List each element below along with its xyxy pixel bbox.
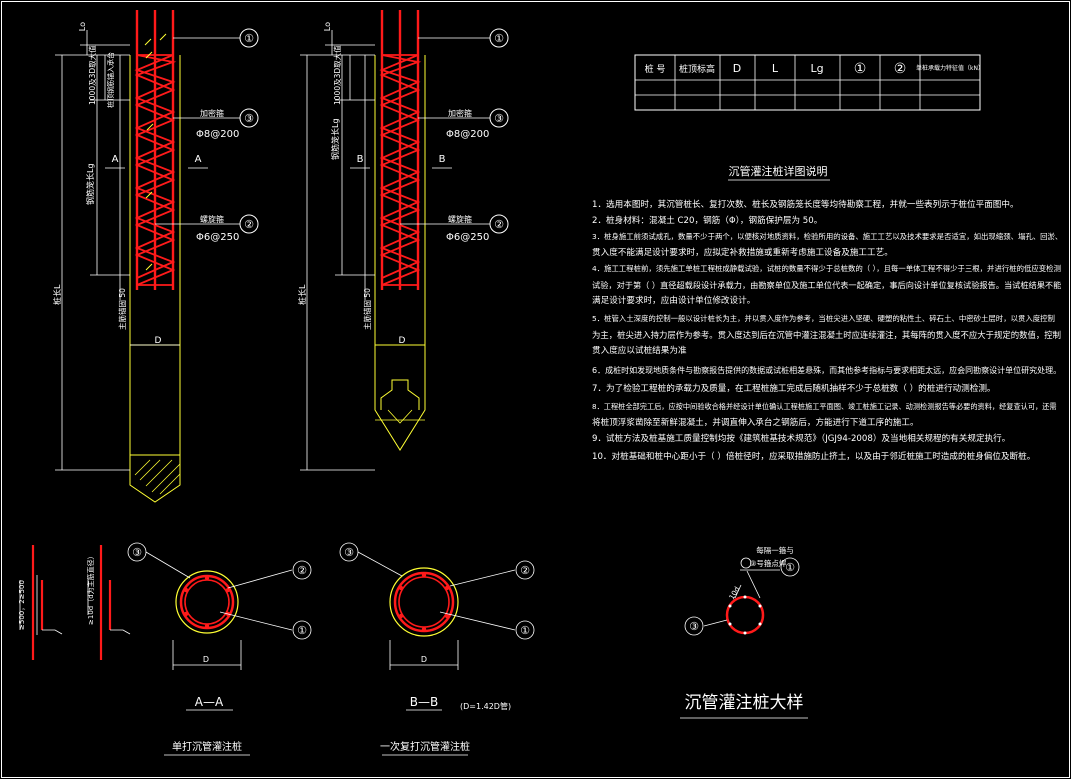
callout-1-circle [239, 28, 259, 48]
th-top-elev: 桩顶标高 [679, 63, 715, 75]
note-line: 1．选用本图时，其沉管桩长、复打次数、桩长及钢筋笼长度等均待勘察工程，并就一些表… [592, 200, 1019, 210]
th-rebar-1: ① [854, 61, 867, 77]
hoop-weld-detail: ③ ① 每隔一箍与 ③号箍点焊 10d 沉管灌注桩大样 [680, 545, 808, 719]
dim-top: 1000及3D取大值 [87, 45, 97, 105]
hoop-label-top2: ③号箍点焊 [750, 558, 787, 568]
callout-1: ① [244, 32, 254, 45]
section-mark-a-left: A [112, 154, 119, 165]
hoop-top-label: 加密箍 [200, 108, 224, 118]
th-d: D [733, 62, 741, 75]
th-pile-no: 桩 号 [645, 63, 666, 75]
callout-3: ③ [689, 620, 699, 633]
callout-3: ③ [132, 546, 142, 559]
right-dim-lines [300, 30, 490, 471]
note-line: 贯入度应以试桩结果为准 [592, 346, 687, 356]
section-b-caption: 一次复打沉管灌注桩 [380, 740, 470, 753]
spiral-hoops [134, 54, 177, 286]
drawing-title: 沉管灌注桩大样 [685, 693, 804, 713]
note-line: 8．工程桩全部完工后，应按中间验收合格并经设计单位确认工程桩施工平面图、竣工桩施… [592, 402, 1057, 411]
callout-2-circle [239, 214, 259, 234]
hoop-bot-spec: Φ6@250 [196, 232, 239, 243]
th-rebar-2: ② [894, 61, 907, 77]
section-mark-a-right: A [195, 154, 202, 165]
dim-lo: Lo [78, 22, 87, 31]
note-line: 贯入度不能满足设计要求时，应拟定补救措施或重新考虑施工设备及施工工艺。 [592, 248, 893, 258]
hoop-top-spec: Φ8@200 [446, 129, 489, 140]
callout-2: ② [494, 218, 504, 231]
dim-50: 主筋锚固 50 [117, 288, 127, 330]
note-line: 9．试桩方法及桩基施工质量控制均按《建筑桩基技术规范》（JGJ94-2008）及… [592, 434, 1011, 444]
pile-shoe [380, 379, 420, 410]
dim-d: D [421, 655, 427, 664]
note-line: 4．施工工程桩前，须先施工单桩工程桩成静载试验，试桩的数量不得少于总桩数的（ ）… [592, 264, 1061, 273]
dim-top: 1000及3D取大值 [332, 45, 342, 105]
note-line: 5．桩管入土深度的控制一般以设计桩长为主，并以贯入度作为参考，当桩尖进入坚硬、硬… [592, 314, 1055, 323]
section-a-title: A—A [195, 695, 224, 709]
pile-tip-hatch [134, 459, 181, 495]
section-a-a: ③ ② ① D A—A 单打沉管灌注桩 [127, 542, 312, 756]
hoop-top-label: 加密箍 [448, 108, 472, 118]
weld-marks [144, 33, 167, 271]
left-pile-elevation: ① ③ ② 加密箍 Φ8@200 螺旋箍 Φ6@250 A A D Lo 100… [52, 10, 259, 503]
callout-3-circle [239, 108, 259, 128]
hoop-top-spec: Φ8@200 [196, 129, 239, 140]
note-line: 7．为了检验工程桩的承载力及质量，在工程桩施工完成后随机抽样不少于总桩数（ ）的… [592, 384, 996, 394]
hoop-bot-spec: Φ6@250 [446, 232, 489, 243]
note-line: 为主，桩尖进入持力层作为参考。贯入度达到后在沉管中灌注混凝土时应连续灌注，其每阵… [592, 330, 1061, 340]
dim-lg: 钢筋笼长Lg [85, 163, 95, 205]
left-dim-lines [55, 30, 208, 471]
dim-top-anchor: 桩顶钢筋锚入承台 [106, 52, 115, 108]
dim-d: D [155, 336, 162, 346]
pile-outline [129, 55, 181, 503]
callout-2: ② [297, 564, 307, 577]
callout-1: ① [297, 624, 307, 637]
callout-2: ② [244, 218, 254, 231]
section-b-b: ③ ② ① D B—B (D=1.42D管) 一次复打沉管灌注桩 [339, 542, 535, 756]
dim-d: D [203, 655, 209, 664]
note-line: 3．桩身施工前须试成孔，数量不少于两个，以便核对地质资料，检验所用的设备、施工工… [592, 232, 1063, 241]
dim-l: 桩长L [52, 284, 62, 305]
notes-title: 沉管灌注桩详图说明 [729, 164, 828, 178]
hoop-bot-label: 螺旋箍 [448, 214, 472, 224]
section-b-note: (D=1.42D管) [460, 701, 511, 711]
note-line: 满足设计要求时，应由设计单位修改设计。 [592, 296, 756, 306]
dim-lg: 钢筋笼长Lg [330, 118, 340, 160]
dim-d: D [399, 336, 406, 346]
th-capacity: 单桩承载力特征值（kN） [916, 64, 984, 72]
section-mark-b-right: B [439, 154, 446, 165]
dim-lo: Lo [323, 22, 332, 31]
note-line: 6．成桩时如发现地质条件与勘察报告提供的数据或试桩相差悬殊，而其他参考指标与要求… [592, 366, 1062, 375]
callout-1: ① [494, 32, 504, 45]
note-line: 将桩顶浮浆凿除至新鲜混凝土，并调直伸入承台之钢筋后，方能进行下道工序的施工。 [592, 418, 919, 428]
note-line: 试验，对于第（ ）直径超载段设计承载力，由勘察单位及施工单位代表一起确定，事后向… [592, 280, 1062, 290]
pile-parameter-table: 桩 号 桩顶标高 D L Lg ① ② 单桩承载力特征值（kN） [634, 54, 984, 111]
note-line: 10．对桩基础和桩中心距小于（ ）倍桩径时，应采取措施防止挤土，以及由于邻近桩施… [592, 452, 1036, 462]
section-b-title: B—B [410, 695, 438, 709]
section-a-caption: 单打沉管灌注桩 [172, 740, 242, 753]
section-mark-b-left: B [357, 154, 364, 165]
callout-2: ② [520, 564, 530, 577]
th-lg: Lg [810, 62, 823, 75]
callout-3: ③ [494, 112, 504, 125]
hoop-bot-label: 螺旋箍 [200, 214, 224, 224]
splice-dim-1: ≥10d（d为主筋直径） [86, 552, 95, 625]
right-pile-elevation: ① ③ ② 加密箍 Φ8@200 螺旋箍 Φ6@250 B B D Lo 100… [297, 10, 509, 471]
callout-1: ① [785, 561, 795, 574]
hoop-label-top: 每隔一箍与 [756, 545, 794, 555]
spiral-hoops [379, 54, 422, 286]
callout-1: ① [520, 624, 530, 637]
splice-dim-2: ≥500，2≥500 [18, 580, 26, 630]
th-l: L [772, 62, 779, 75]
dim-50: 主筋锚固 50 [362, 288, 372, 330]
splice-detail: ≥500，2≥500 ≥10d（d为主筋直径） [18, 545, 131, 660]
dim-l: 桩长L [297, 284, 307, 305]
callout-3: ③ [244, 112, 254, 125]
note-line: 2．桩身材料：混凝土 C20，钢筋（Φ），钢筋保护层为 50。 [592, 216, 823, 226]
callout-3: ③ [344, 546, 354, 559]
